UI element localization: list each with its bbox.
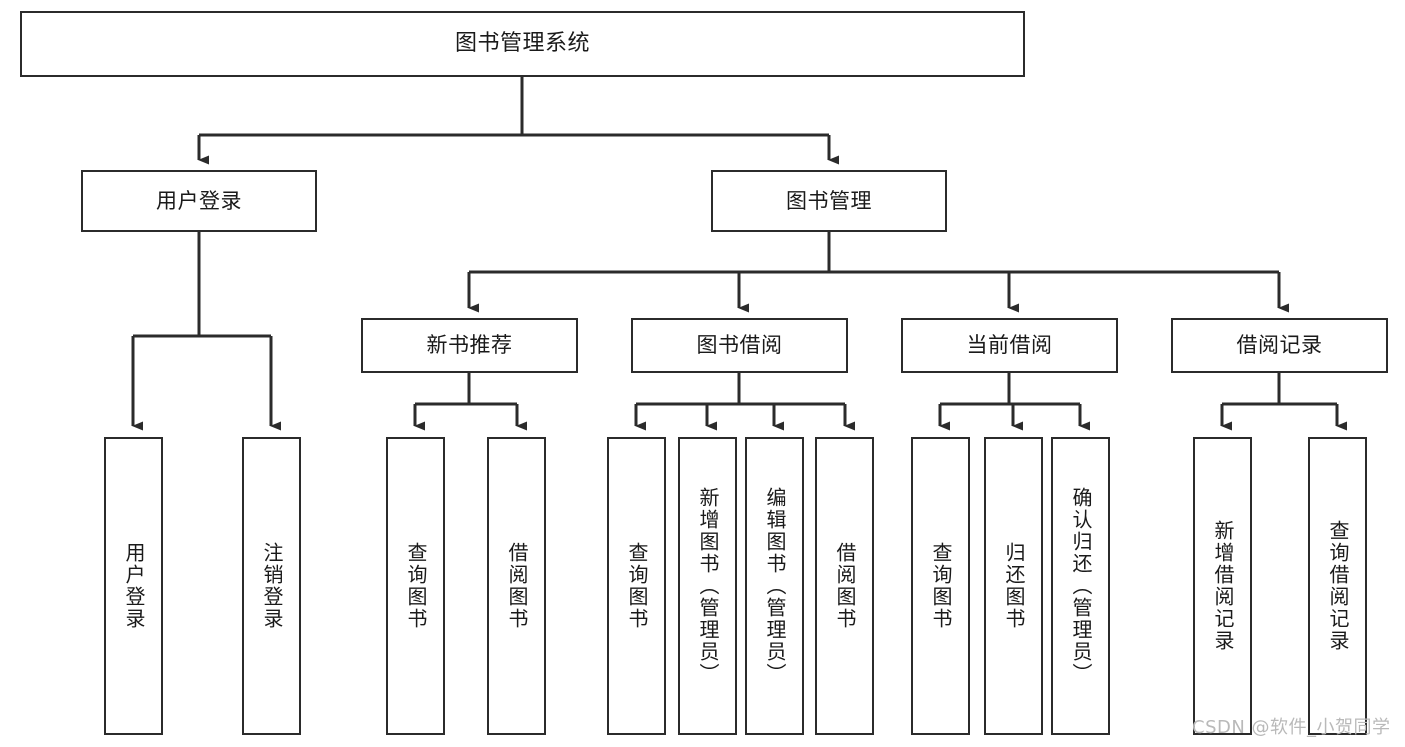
node-current-borrow[interactable]: 当前借阅 [901, 318, 1118, 373]
node-leaf-confirm-return-admin[interactable]: 确认归还（管理员） [1051, 437, 1110, 735]
node-label: 借阅图书 [505, 542, 529, 630]
node-leaf-logout[interactable]: 注销登录 [242, 437, 301, 735]
node-book-management[interactable]: 图书管理 [711, 170, 947, 232]
node-label: 借阅记录 [1236, 333, 1323, 358]
node-leaf-return-book[interactable]: 归还图书 [984, 437, 1043, 735]
node-label: 新增图书（管理员） [696, 487, 720, 685]
node-label: 确认归还（管理员） [1069, 487, 1093, 685]
node-label: 借阅图书 [833, 542, 857, 630]
node-root-system[interactable]: 图书管理系统 [20, 11, 1025, 77]
node-leaf-query-book-current[interactable]: 查询图书 [911, 437, 970, 735]
node-label: 查询图书 [404, 542, 428, 630]
node-leaf-edit-book-admin[interactable]: 编辑图书（管理员） [745, 437, 804, 735]
node-new-book-recommend[interactable]: 新书推荐 [361, 318, 578, 373]
node-label: 新增借阅记录 [1211, 520, 1235, 652]
node-label: 归还图书 [1002, 542, 1026, 630]
node-leaf-user-login[interactable]: 用户登录 [104, 437, 163, 735]
node-label: 用户登录 [122, 542, 146, 630]
node-label: 查询图书 [625, 542, 649, 630]
node-label: 注销登录 [260, 542, 284, 630]
node-leaf-add-book-admin[interactable]: 新增图书（管理员） [678, 437, 737, 735]
node-label: 编辑图书（管理员） [763, 487, 787, 685]
node-leaf-query-book-borrow[interactable]: 查询图书 [607, 437, 666, 735]
node-book-borrow[interactable]: 图书借阅 [631, 318, 848, 373]
node-leaf-borrow-book[interactable]: 借阅图书 [815, 437, 874, 735]
node-label: 查询图书 [929, 542, 953, 630]
node-user-login[interactable]: 用户登录 [81, 170, 317, 232]
node-label: 查询借阅记录 [1326, 520, 1350, 652]
node-label: 图书管理 [786, 188, 872, 213]
node-label: 图书管理系统 [454, 31, 590, 57]
node-leaf-add-borrow-record[interactable]: 新增借阅记录 [1193, 437, 1252, 735]
node-label: 当前借阅 [966, 333, 1053, 358]
node-borrow-record[interactable]: 借阅记录 [1171, 318, 1388, 373]
node-leaf-query-borrow-record[interactable]: 查询借阅记录 [1308, 437, 1367, 735]
node-label: 新书推荐 [426, 333, 513, 358]
node-leaf-borrow-book-recommend[interactable]: 借阅图书 [487, 437, 546, 735]
node-label: 用户登录 [156, 188, 242, 213]
node-label: 图书借阅 [696, 333, 783, 358]
node-leaf-query-book-recommend[interactable]: 查询图书 [386, 437, 445, 735]
